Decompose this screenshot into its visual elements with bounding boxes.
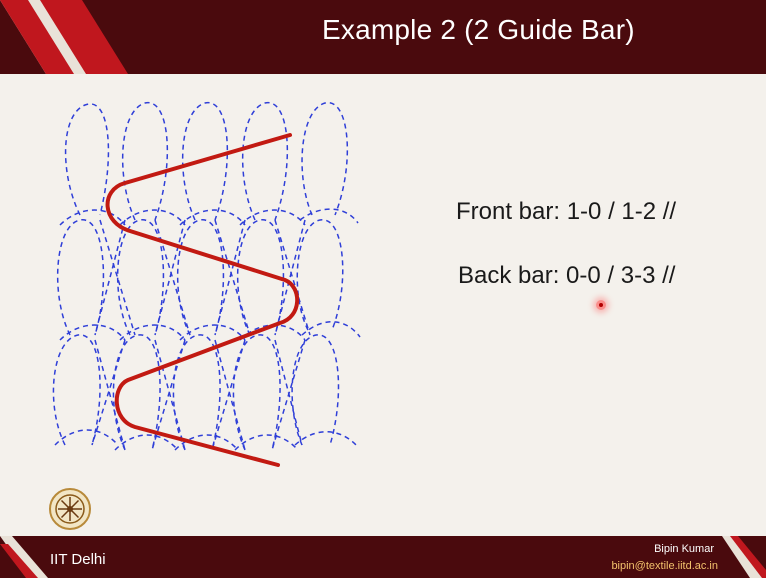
footer-author: Bipin Kumar xyxy=(654,543,714,555)
slide-title: Example 2 (2 Guide Bar) xyxy=(322,14,635,45)
footer-institute: IIT Delhi xyxy=(50,551,106,568)
footer-email: bipin@textile.iitd.ac.in xyxy=(611,560,718,572)
nptel-logo-icon xyxy=(49,488,91,530)
footer-left-accent xyxy=(0,536,48,578)
warp-knit-lapping-diagram xyxy=(52,102,361,467)
lapping-path xyxy=(105,133,300,467)
front-bar-notation: Front bar: 1-0 / 1-2 // xyxy=(456,198,677,225)
laser-pointer-icon xyxy=(596,300,606,310)
footer-right-accent xyxy=(722,536,766,578)
header-bar xyxy=(0,0,766,74)
footer-bar xyxy=(0,536,766,578)
loop-structure xyxy=(52,102,361,451)
header-accent-stripes xyxy=(0,0,128,74)
back-bar-notation: Back bar: 0-0 / 3-3 // xyxy=(458,262,676,289)
